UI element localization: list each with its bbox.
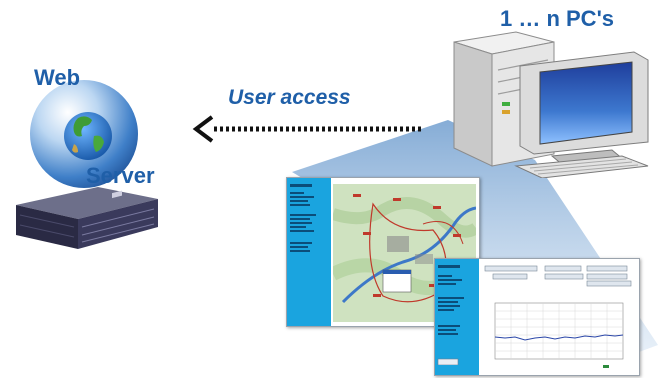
rack-server-icon (16, 187, 158, 249)
sidebar-text-lines (437, 265, 464, 365)
sidebar-text-lines (290, 184, 316, 252)
line-chart-thumbnail (494, 302, 624, 368)
user-access-arrow (192, 115, 422, 143)
globe-icon (30, 80, 138, 188)
pcs-label: 1 … n PC's (500, 6, 615, 31)
map-app-screenshot (286, 177, 480, 327)
desktop-pc-icon (514, 51, 649, 178)
chart-app-screenshot (434, 258, 640, 376)
server-label: Server (86, 163, 155, 188)
user-access-label: User access (228, 86, 351, 109)
web-label: Web (34, 65, 81, 90)
app-sidebar (435, 259, 479, 375)
filter-form (484, 265, 632, 287)
